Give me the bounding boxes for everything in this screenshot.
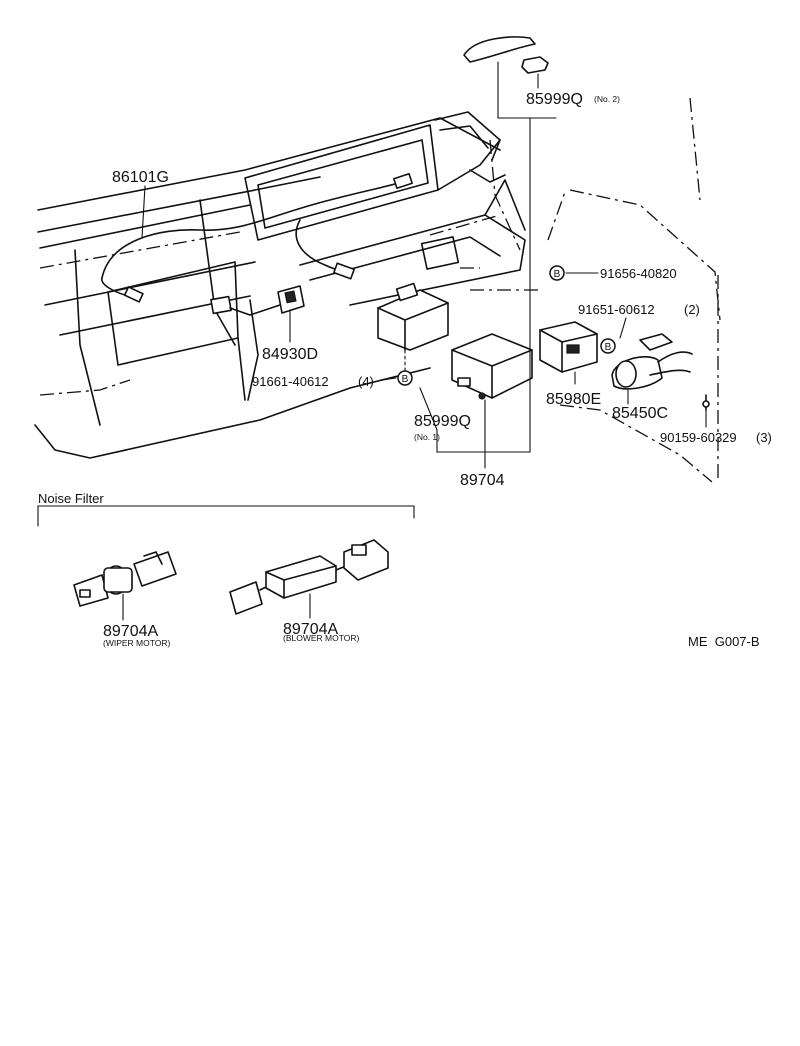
label-91661-40612-qty: (4) (358, 374, 374, 389)
svg-text:B: B (605, 342, 612, 353)
screw-90159-60329 (702, 394, 710, 428)
part-85450C (611, 333, 693, 405)
label-91661-40612: 91661-40612 (252, 374, 329, 389)
label-91656-40820: 91656-40820 (600, 266, 677, 281)
label-90159-60329-qty: (3) (756, 430, 772, 445)
caption-wiper-motor: (WIPER MOTOR) (103, 638, 171, 648)
label-91651-60612: 91651-60612 (578, 302, 655, 317)
bolt-marker-1: B (549, 265, 599, 281)
relay-89704 (451, 333, 533, 400)
label-85980E: 85980E (546, 391, 601, 408)
svg-text:B: B (554, 269, 561, 280)
bracket-85999Q-no1 (377, 282, 449, 379)
part-85980E (539, 321, 598, 385)
part-85999Q-no2 (463, 36, 557, 119)
label-89704: 89704 (460, 472, 505, 489)
bolt-marker-3: B (381, 370, 413, 386)
switch-84930D (277, 285, 305, 343)
label-90159-60329: 90159-60329 (660, 430, 737, 445)
label-85999Q-no1-qualifier: (No. 1) (414, 432, 440, 442)
caption-blower-motor: (BLOWER MOTOR) (283, 633, 360, 643)
noise-filter-bracket (37, 505, 415, 527)
label-86101G: 86101G (112, 169, 169, 186)
noise-filter-title: Noise Filter (38, 491, 104, 506)
label-85450C: 85450C (612, 405, 668, 422)
svg-text:B: B (402, 374, 409, 385)
label-89704A-blower: 89704A (283, 621, 338, 638)
label-89704A-wiper: 89704A (103, 623, 158, 640)
instrument-panel-outline (34, 111, 540, 459)
cable-86101G (101, 172, 413, 316)
bolt-marker-2: B (600, 317, 627, 354)
noise-filter-blower (229, 539, 389, 619)
noise-filter-wiper (73, 551, 177, 621)
label-85999Q-no2-qualifier: (No. 2) (594, 94, 620, 104)
label-91651-60612-qty: (2) (684, 302, 700, 317)
diagram-code: ME G007-B (688, 634, 760, 649)
label-84930D: 84930D (262, 346, 318, 363)
label-85999Q-no1: 85999Q (414, 413, 471, 430)
label-85999Q-no2: 85999Q (526, 91, 583, 108)
